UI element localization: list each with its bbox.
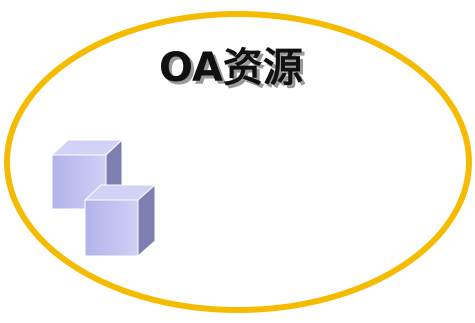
title-shadow: OA资源	[162, 48, 306, 94]
cube-front-side-face	[137, 183, 156, 258]
resource-ellipse	[4, 11, 472, 313]
cube-front-front-face	[84, 199, 139, 257]
diagram-title: OA资源	[159, 45, 303, 91]
cube-stack-icon	[50, 138, 157, 258]
cube-icon-front	[83, 183, 157, 258]
